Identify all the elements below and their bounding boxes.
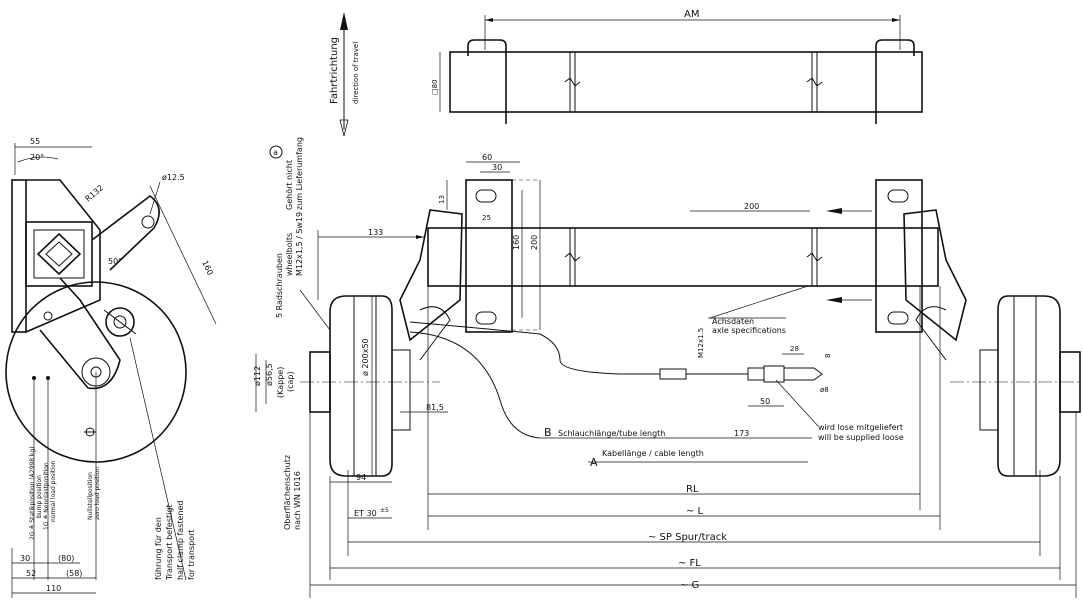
dim-58: (58) [66,569,82,578]
dim-dia-8: ø8 [820,386,829,394]
cable-length: Kabellänge / cable length [602,449,704,458]
loose-half-en: half clamp fastened [176,500,185,580]
dim-et-tol: ±5 [380,507,389,514]
pos-zero-de: Nullstellposition [87,472,94,520]
dim-50: 50 [760,397,770,406]
pos-zero-en: zero load position [94,467,101,520]
pos-static-en: bump position [36,475,43,518]
dim-dia-12-5: ø12.5 [162,173,185,182]
loose-half-de3: Transport befestigt [165,504,174,581]
dim-56-5: ø56,5 [265,363,274,386]
surface-en: nach WN 1016 [293,471,302,530]
dim-sp: ~ SP Spur/track [648,532,727,543]
not-supplied-de: Gehört nicht [285,160,294,210]
dim-55: 55 [30,137,40,146]
dim-160: 160 [200,259,215,277]
dim-112: ø112 [253,366,262,386]
dim-94: 94 [356,473,366,482]
tube-length: Schlauchlänge/tube length [558,429,665,438]
dim-square-80: □80 [431,79,439,95]
label-b: B [544,426,552,439]
dim-30: 30 [20,554,30,563]
dim-rl: RL [686,484,699,495]
dim-28: 28 [790,345,799,353]
dim-l: ~ L [686,506,704,517]
pos-static-de: 2G ≙ Statikposition (A2998 kg) [29,446,36,540]
axle-spec-en: axle specifications [712,326,786,335]
not-supplied-en: zum Lieferumfang [295,137,304,210]
direction-arrow: Fahrtrichtung direction of travel [329,12,360,137]
dim-et: ET 30 [354,509,377,518]
dim-8: 8 [824,354,832,358]
wheelbolts-de: 5 Radschrauben [275,253,284,318]
front-view: 5 Radschrauben wheelbolts M12x1,5 / Sw19… [253,137,1081,598]
direction-label-de: Fahrtrichtung [329,37,340,104]
wheelbolts-size: M12x1,5 / Sw19 [295,212,304,276]
dim-fl: ~ FL [678,558,701,569]
direction-label-en: direction of travel [352,42,360,104]
side-view: 55 20° ø12.5 R132 50° 160 [5,137,217,598]
dim-160-plate: 160 [512,235,521,250]
dim-173: 173 [734,429,749,438]
wheelbolts-en: wheelbolts [285,233,294,276]
axle-spec-de: Achsdaten [712,317,754,326]
dim-am: AM [684,9,699,20]
dim-80: (80) [58,554,74,563]
dim-m12: M12x1.5 [697,328,705,358]
circle-a: a [273,148,278,157]
dim-13: 13 [438,195,446,204]
dim-g: ~ G [680,580,699,591]
dim-25: 25 [482,214,491,222]
pos-nominal-en: normal load position [50,460,57,522]
loose-half-de2: führung für den [154,517,163,580]
dim-133: 133 [368,228,383,237]
loose-half-en2: for transport [187,529,196,580]
top-view: AM □80 [431,9,923,124]
cap-de: (Kappe) [276,367,285,398]
pos-nominal-de: 1G ≙ Nennlastposition [43,462,50,530]
surface-de: Oberflächenschutz [283,455,292,530]
dim-200-plate: 200 [530,235,539,250]
loose-half-note: führung für den Transport befestigt half… [154,500,196,581]
dim-81-5: 81,5 [426,403,444,412]
dim-r132: R132 [84,183,106,203]
loose-en: will be supplied loose [818,433,904,442]
dim-200x50: ø 200x50 [361,338,370,376]
dim-30-plate: 30 [492,163,502,172]
cap-en: (cap) [286,371,295,392]
angle-50: 50° [108,257,122,266]
loose-de: wird lose mitgeliefert [818,423,903,432]
dim-200-top: 200 [744,202,759,211]
dim-52: 52 [26,569,36,578]
dim-60: 60 [482,153,492,162]
label-a: A [590,456,598,469]
dim-110: 110 [46,584,61,593]
